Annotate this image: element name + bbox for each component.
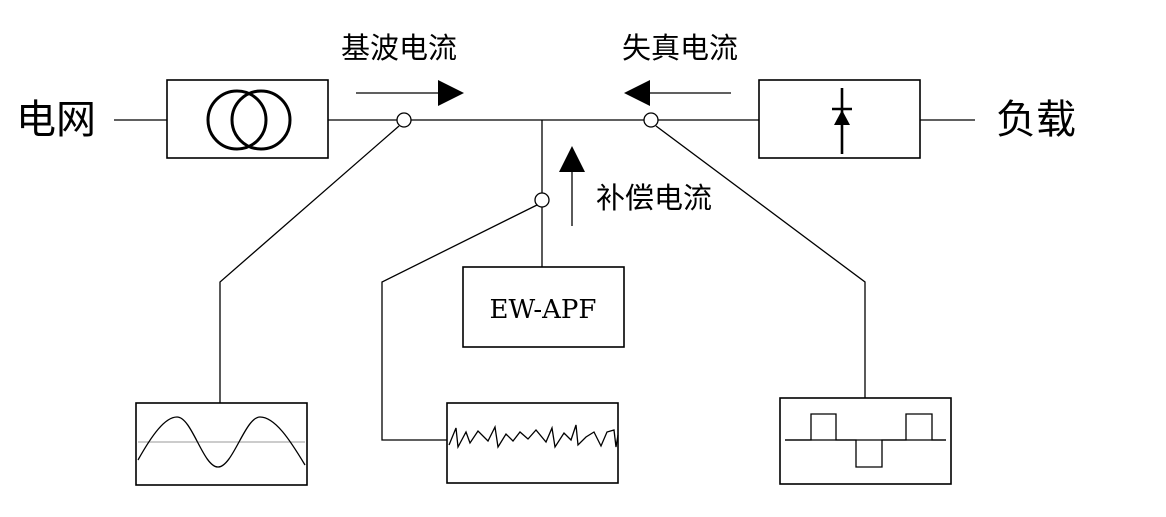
compensation-probe-leader — [381, 204, 538, 441]
distortion-current-arrow — [624, 80, 731, 106]
sine-wave-box — [135, 402, 308, 486]
fundamental-current-arrow — [356, 80, 464, 106]
transformer-icon — [206, 89, 292, 151]
square-wave-box — [779, 397, 952, 485]
compensation-wave-box — [446, 402, 619, 484]
compensation-current-label: 补偿电流 — [596, 181, 712, 215]
diode-icon — [832, 88, 852, 154]
load-label: 负载 — [996, 97, 1076, 143]
sawtooth-wave-icon — [448, 424, 619, 450]
apf-label: EW-APF — [490, 295, 597, 325]
apf-box — [462, 266, 625, 348]
square-wave-icon — [785, 413, 946, 468]
compensation-probe-point — [534, 192, 550, 208]
distortion-probe-leader — [655, 125, 866, 398]
grid-label: 电网 — [16, 97, 96, 143]
fundamental-current-label: 基波电流 — [341, 31, 457, 65]
fundamental-probe-leader — [219, 125, 400, 403]
sine-wave-icon — [137, 416, 306, 468]
distortion-probe-point — [643, 112, 659, 128]
distortion-current-label: 失真电流 — [622, 31, 738, 65]
fundamental-probe-point — [396, 112, 412, 128]
compensation-current-arrow — [559, 146, 585, 226]
